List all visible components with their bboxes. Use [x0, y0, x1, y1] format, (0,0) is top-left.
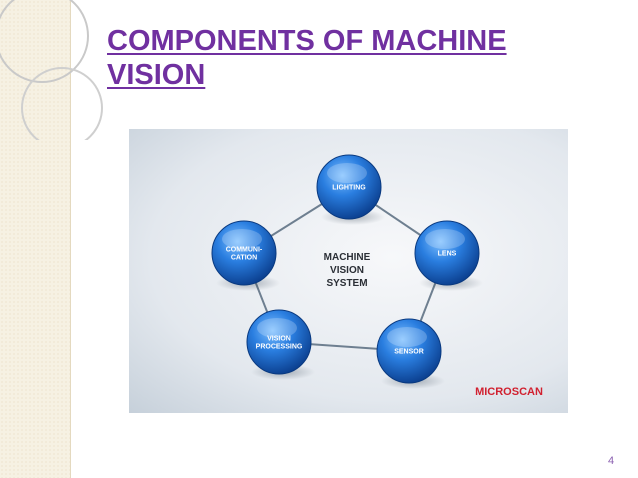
node-label-line: LENS: [438, 251, 457, 258]
node-communication: COMMUNI-CATION: [211, 220, 280, 291]
node-circle: [376, 318, 442, 384]
node-label: COMMUNI-CATION: [226, 247, 263, 262]
node-label: LENS: [438, 251, 457, 258]
node-highlight: [387, 327, 427, 347]
slide-title: COMPONENTS OF MACHINE VISION: [107, 25, 507, 91]
node-circle: [246, 309, 312, 375]
node-label-line: COMMUNI-: [226, 247, 263, 254]
node-label-line: CATION: [231, 255, 257, 262]
brand-logo-text: MICROSCAN: [475, 386, 543, 398]
node-lens: LENS: [414, 220, 483, 291]
page-number: 4: [608, 455, 615, 467]
node-sensor: SENSOR: [376, 318, 445, 389]
center-label-line: VISION: [330, 265, 364, 276]
node-circle: [414, 220, 480, 286]
node-highlight: [257, 318, 297, 338]
node-circle: [211, 220, 277, 286]
node-label-line: SENSOR: [394, 349, 424, 356]
node-highlight: [222, 229, 262, 249]
center-label-line: SYSTEM: [326, 278, 367, 289]
node-highlight: [327, 163, 367, 183]
node-label-line: LIGHTING: [332, 185, 366, 192]
node-circle: [316, 154, 382, 220]
center-label-line: MACHINE: [324, 252, 371, 263]
node-highlight: [425, 229, 465, 249]
node-lighting: LIGHTING: [316, 154, 385, 225]
node-label-line: PROCESSING: [256, 344, 303, 351]
node-label: SENSOR: [394, 349, 424, 356]
node-label: LIGHTING: [332, 185, 366, 192]
node-label-line: VISION: [267, 336, 291, 343]
decorative-arcs: [0, 0, 103, 140]
center-label: MACHINE VISION SYSTEM: [324, 252, 371, 289]
